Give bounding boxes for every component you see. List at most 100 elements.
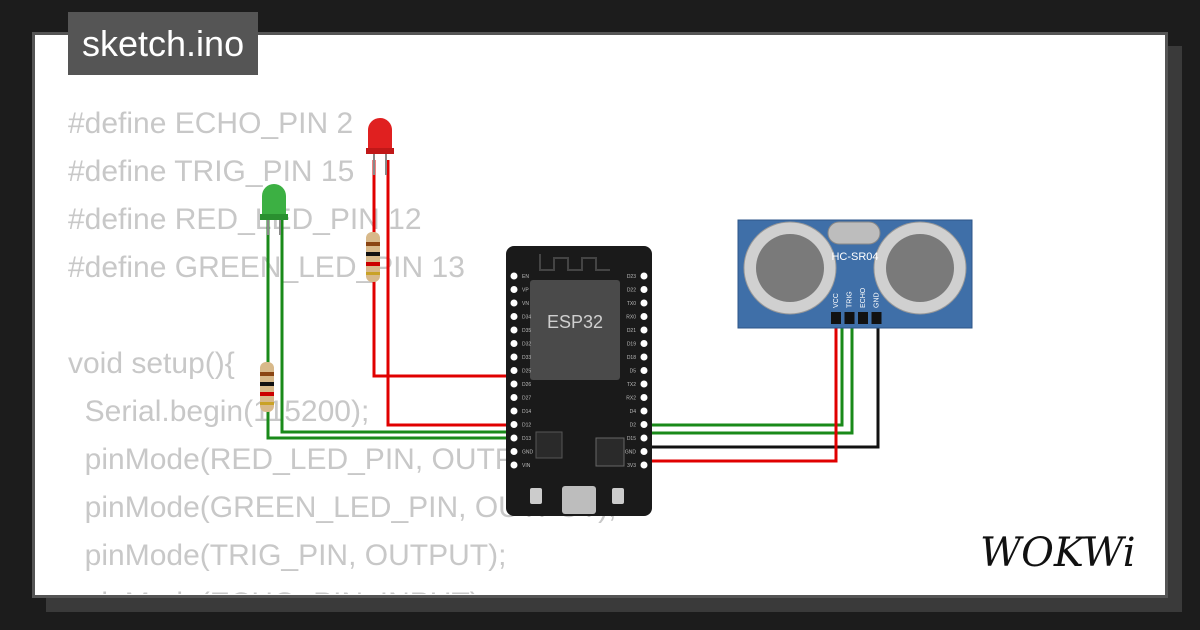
code-line: pinMode(ECHO_PIN, INPUT); [68, 580, 708, 594]
code-line: #define TRIG_PIN 15 [68, 155, 355, 188]
pin-label: EN [522, 274, 529, 280]
code-line: Serial.begin(115200); [68, 395, 370, 428]
pin-d4[interactable] [640, 407, 648, 415]
pin-label: VP [522, 288, 529, 294]
esp32-module [530, 280, 620, 380]
pin-d32[interactable] [510, 340, 518, 347]
sensor-pin-label: VCC [833, 293, 840, 308]
wire-gnd [640, 328, 880, 449]
pin-label: RX2 [626, 396, 636, 402]
sensor-label: HC-SR04 [831, 251, 878, 263]
sketch-title[interactable]: sketch.ino [68, 12, 259, 75]
pin-rx0[interactable] [640, 313, 648, 320]
pin-vin[interactable] [510, 461, 518, 469]
pin-d2[interactable] [640, 421, 648, 428]
pin-label: D26 [522, 382, 531, 388]
esp32-left-pins: ENVPVND34D35D32D33D25D26D27D14D12D13GNDV… [510, 272, 534, 469]
pin-label: D34 [522, 315, 531, 321]
pin-d13[interactable] [510, 434, 518, 442]
pin-d25[interactable] [510, 367, 518, 374]
pin-d26[interactable] [510, 380, 518, 388]
sensor-pin-vcc[interactable] [831, 312, 841, 324]
wire-green-led [280, 218, 508, 434]
wire-red-led [386, 160, 508, 427]
hc-sr04-sensor[interactable]: HC-SR04 VCC TRIG ECHO GND [737, 219, 973, 329]
pin-label: RX0 [626, 315, 636, 321]
pin-label: D5 [630, 369, 637, 375]
green-led[interactable] [260, 184, 288, 235]
sensor-pin-label: ECHO [860, 287, 867, 308]
sensor-pin-gnd[interactable] [871, 312, 882, 324]
wire-trig [640, 328, 844, 427]
wire-red-resistor [372, 160, 520, 412]
pin-d12[interactable] [510, 421, 518, 428]
svg-text:WOKWi: WOKWi [980, 530, 1136, 576]
red-led[interactable] [366, 118, 394, 175]
wire-vcc [640, 328, 838, 463]
pin-gnd[interactable] [640, 448, 648, 455]
wire-green-resistor [266, 218, 514, 445]
pin-label: D4 [630, 409, 637, 415]
pin-d5[interactable] [640, 367, 648, 374]
pin-d19[interactable] [640, 340, 648, 347]
usb-port [562, 486, 596, 514]
pin-label: 3V3 [627, 463, 636, 469]
pin-label: D12 [522, 423, 531, 429]
pin-rx2[interactable] [640, 394, 648, 401]
pin-label: D33 [522, 355, 531, 361]
pin-label: VIN [522, 463, 531, 469]
pin-label: VN [522, 301, 529, 307]
esp32-label: ESP32 [547, 312, 603, 332]
pin-d33[interactable] [510, 353, 518, 361]
pin-d18[interactable] [640, 353, 648, 361]
pin-d15[interactable] [640, 434, 648, 442]
pin-label: D18 [627, 355, 636, 361]
pin-d35[interactable] [510, 326, 518, 334]
pin-gnd[interactable] [510, 448, 518, 455]
pin-label: D23 [627, 274, 636, 280]
pin-label: D25 [522, 369, 531, 375]
pin-label: D15 [627, 436, 636, 442]
pin-d21[interactable] [640, 326, 648, 334]
esp32-board[interactable]: ESP32 ENVPVND34D35D32D33D25D26D27D14D12D… [506, 246, 652, 516]
pin-d14[interactable] [510, 407, 518, 415]
en-button [530, 488, 542, 504]
pin-label: D14 [522, 409, 531, 415]
pin-label: D32 [522, 342, 531, 348]
boot-button [612, 488, 624, 504]
pin-label: TX0 [627, 301, 636, 307]
wokwi-logo: WOKWi [980, 530, 1136, 576]
sensor-pin-trig[interactable] [844, 312, 855, 324]
pin-label: D19 [627, 342, 636, 348]
pin-label: D22 [627, 288, 636, 294]
pin-d27[interactable] [510, 394, 518, 401]
pin-label: D21 [627, 328, 636, 334]
pin-d22[interactable] [640, 286, 648, 293]
sensor-pin-echo[interactable] [858, 312, 868, 324]
pin-label: D27 [522, 396, 531, 402]
pin-d34[interactable] [510, 313, 518, 320]
pin-label: GND [625, 450, 637, 456]
resistor-red[interactable] [366, 232, 380, 282]
code-line: #define GREEN_LED_PIN 13 [68, 251, 465, 284]
sensor-pin-label: GND [874, 292, 881, 308]
pin-vp[interactable] [510, 286, 518, 293]
pin-label: GND [522, 450, 534, 456]
pin-d23[interactable] [640, 272, 648, 280]
pin-tx0[interactable] [640, 299, 648, 307]
pin-label: TX2 [627, 382, 636, 388]
esp32-right-pins: D23D22TX0RX0D21D19D18D5TX2RX2D4D2D15GND3… [625, 272, 648, 469]
pin-vn[interactable] [510, 299, 518, 307]
code-line: void setup(){ [68, 347, 235, 380]
pin-label: D35 [522, 328, 531, 334]
code-preview: #define ECHO_PIN 2 #define TRIG_PIN 15 #… [68, 100, 708, 594]
pin-3v3[interactable] [640, 461, 648, 469]
wire-echo [640, 328, 854, 435]
sensor-pin-label: TRIG [847, 291, 854, 308]
sensor-pins: VCC TRIG ECHO GND [831, 287, 882, 324]
code-line: #define ECHO_PIN 2 [68, 107, 354, 140]
resistor-green[interactable] [260, 362, 274, 412]
pin-tx2[interactable] [640, 380, 648, 388]
pin-en[interactable] [510, 272, 518, 280]
